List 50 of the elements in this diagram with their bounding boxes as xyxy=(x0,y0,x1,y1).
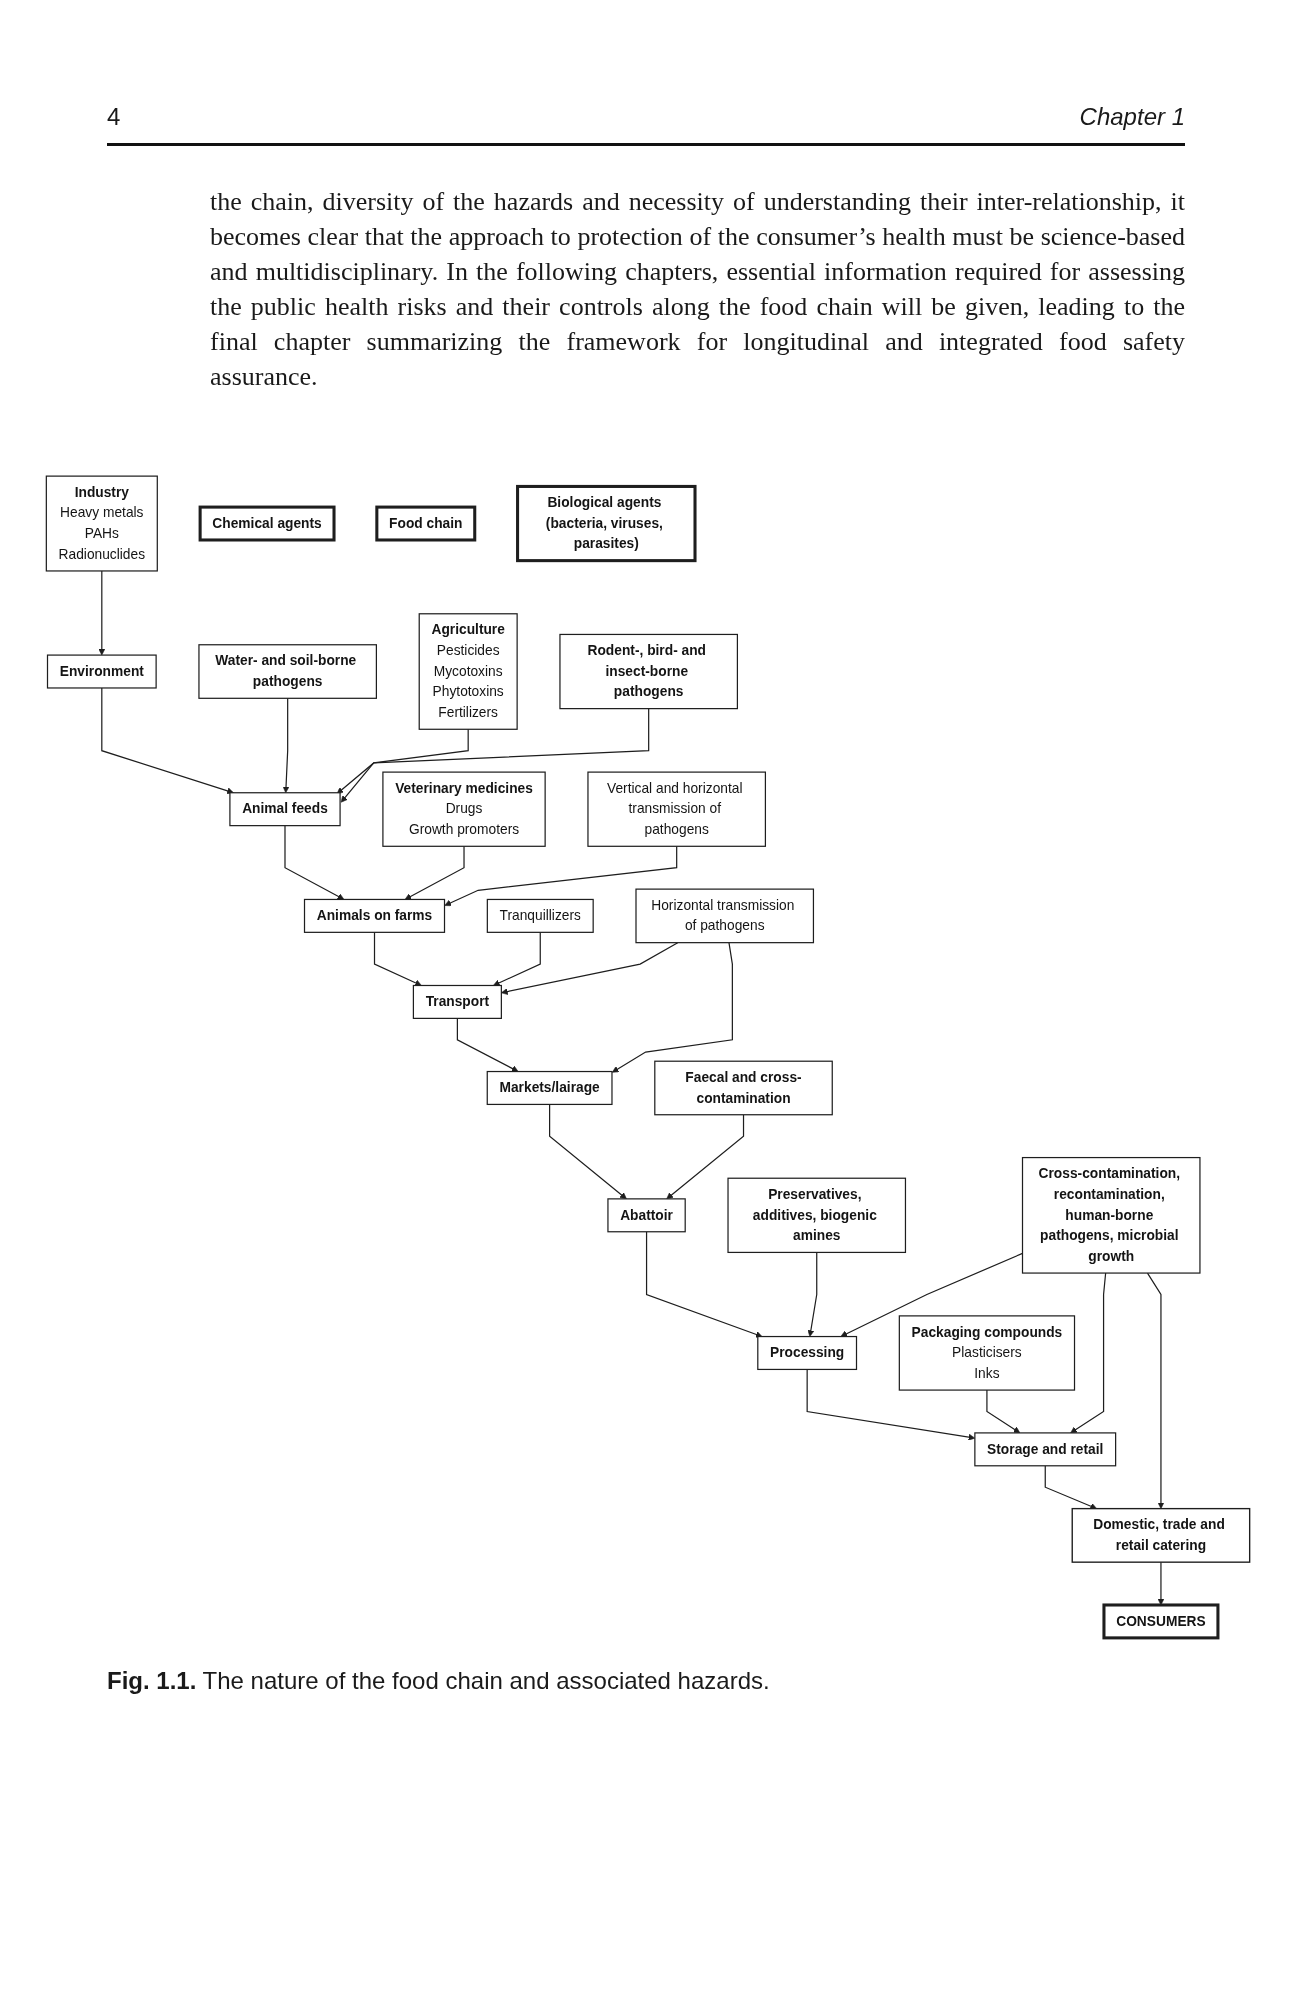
node-box: Transport xyxy=(412,984,502,1019)
node-box: Faecal and cross-contamination xyxy=(654,1060,833,1116)
arrow xyxy=(493,931,541,987)
arrow xyxy=(1146,1272,1165,1509)
node-box: Biological agents (bacteria, viruses, parasites) xyxy=(516,484,697,563)
node-box: Food chain xyxy=(375,505,477,542)
arrow xyxy=(612,942,733,1073)
node-box: Storage and retail xyxy=(974,1432,1117,1467)
node-box: Markets/lairage xyxy=(486,1070,613,1106)
arrow xyxy=(340,708,650,803)
node-box: Tranquillizers xyxy=(486,898,594,933)
arrow xyxy=(444,845,678,907)
arrow xyxy=(98,570,106,656)
node-box: Rodent-, bird- and insect-borne pathogens xyxy=(559,633,738,710)
arrow xyxy=(549,1103,627,1200)
node-box: Environment xyxy=(46,654,157,689)
arrow xyxy=(284,825,345,900)
arrow xyxy=(282,697,290,794)
node-box: CONSUMERS xyxy=(1102,1603,1220,1640)
arrow xyxy=(373,931,422,987)
arrow xyxy=(501,942,679,995)
page-number: 4 xyxy=(107,102,121,132)
body-paragraph: the chain, diversity of the hazards and necessity of understanding their inter-relationship, it becomes clear that the approach to protection of the consumer’s health must be science-based and multidisciplinary. In the following chapters, essential information required for assessing the public health risks and their controls along the food chain will be given, leading to the final chapter summarizing the framework for longitudinal and integrated food safety assurance. xyxy=(210,186,1185,393)
node-box: Vertical and horizontal transmission of pathogens xyxy=(587,771,766,847)
figure-caption: Fig. 1.1. The nature of the food chain and associated hazards. xyxy=(107,1666,770,1696)
node-box: Veterinary medicines Drugs Growth promoters xyxy=(382,771,546,847)
node-box: Horizontal transmission of pathogens xyxy=(635,888,815,944)
arrow xyxy=(404,845,465,900)
arrow xyxy=(986,1389,1021,1434)
arrow xyxy=(336,728,469,795)
node-box: Domestic, trade and retail catering xyxy=(1071,1507,1251,1563)
arrow xyxy=(101,687,234,795)
node-box: Water- and soil-borne pathogens xyxy=(198,644,377,699)
node-box: Industry Heavy metals PAHs Radionuclides xyxy=(45,475,158,572)
arrow xyxy=(1044,1465,1097,1510)
node-box: Animal feeds xyxy=(229,792,341,827)
arrow xyxy=(807,1251,818,1337)
node-box: Cross-contamination, recontamination, human-borne pathogens, microbial growth xyxy=(1021,1156,1201,1274)
node-box: Preservatives, additives, biogenic amines xyxy=(727,1177,907,1253)
node-box: Abattoir xyxy=(607,1198,686,1233)
arrow xyxy=(1070,1272,1107,1434)
node-box: Processing xyxy=(757,1335,858,1371)
arrow xyxy=(645,1231,763,1338)
arrow xyxy=(666,1114,745,1200)
node-box: Agriculture Pesticides Mycotoxins Phytotoxins Fertilizers xyxy=(418,613,518,730)
node-box: Chemical agents xyxy=(198,505,336,542)
node-box: Animals on farms xyxy=(303,898,446,933)
running-header: Chapter 1 xyxy=(1079,102,1185,132)
node-box: Packaging compounds Plasticisers Inks xyxy=(898,1315,1076,1391)
arrow xyxy=(456,1017,519,1072)
